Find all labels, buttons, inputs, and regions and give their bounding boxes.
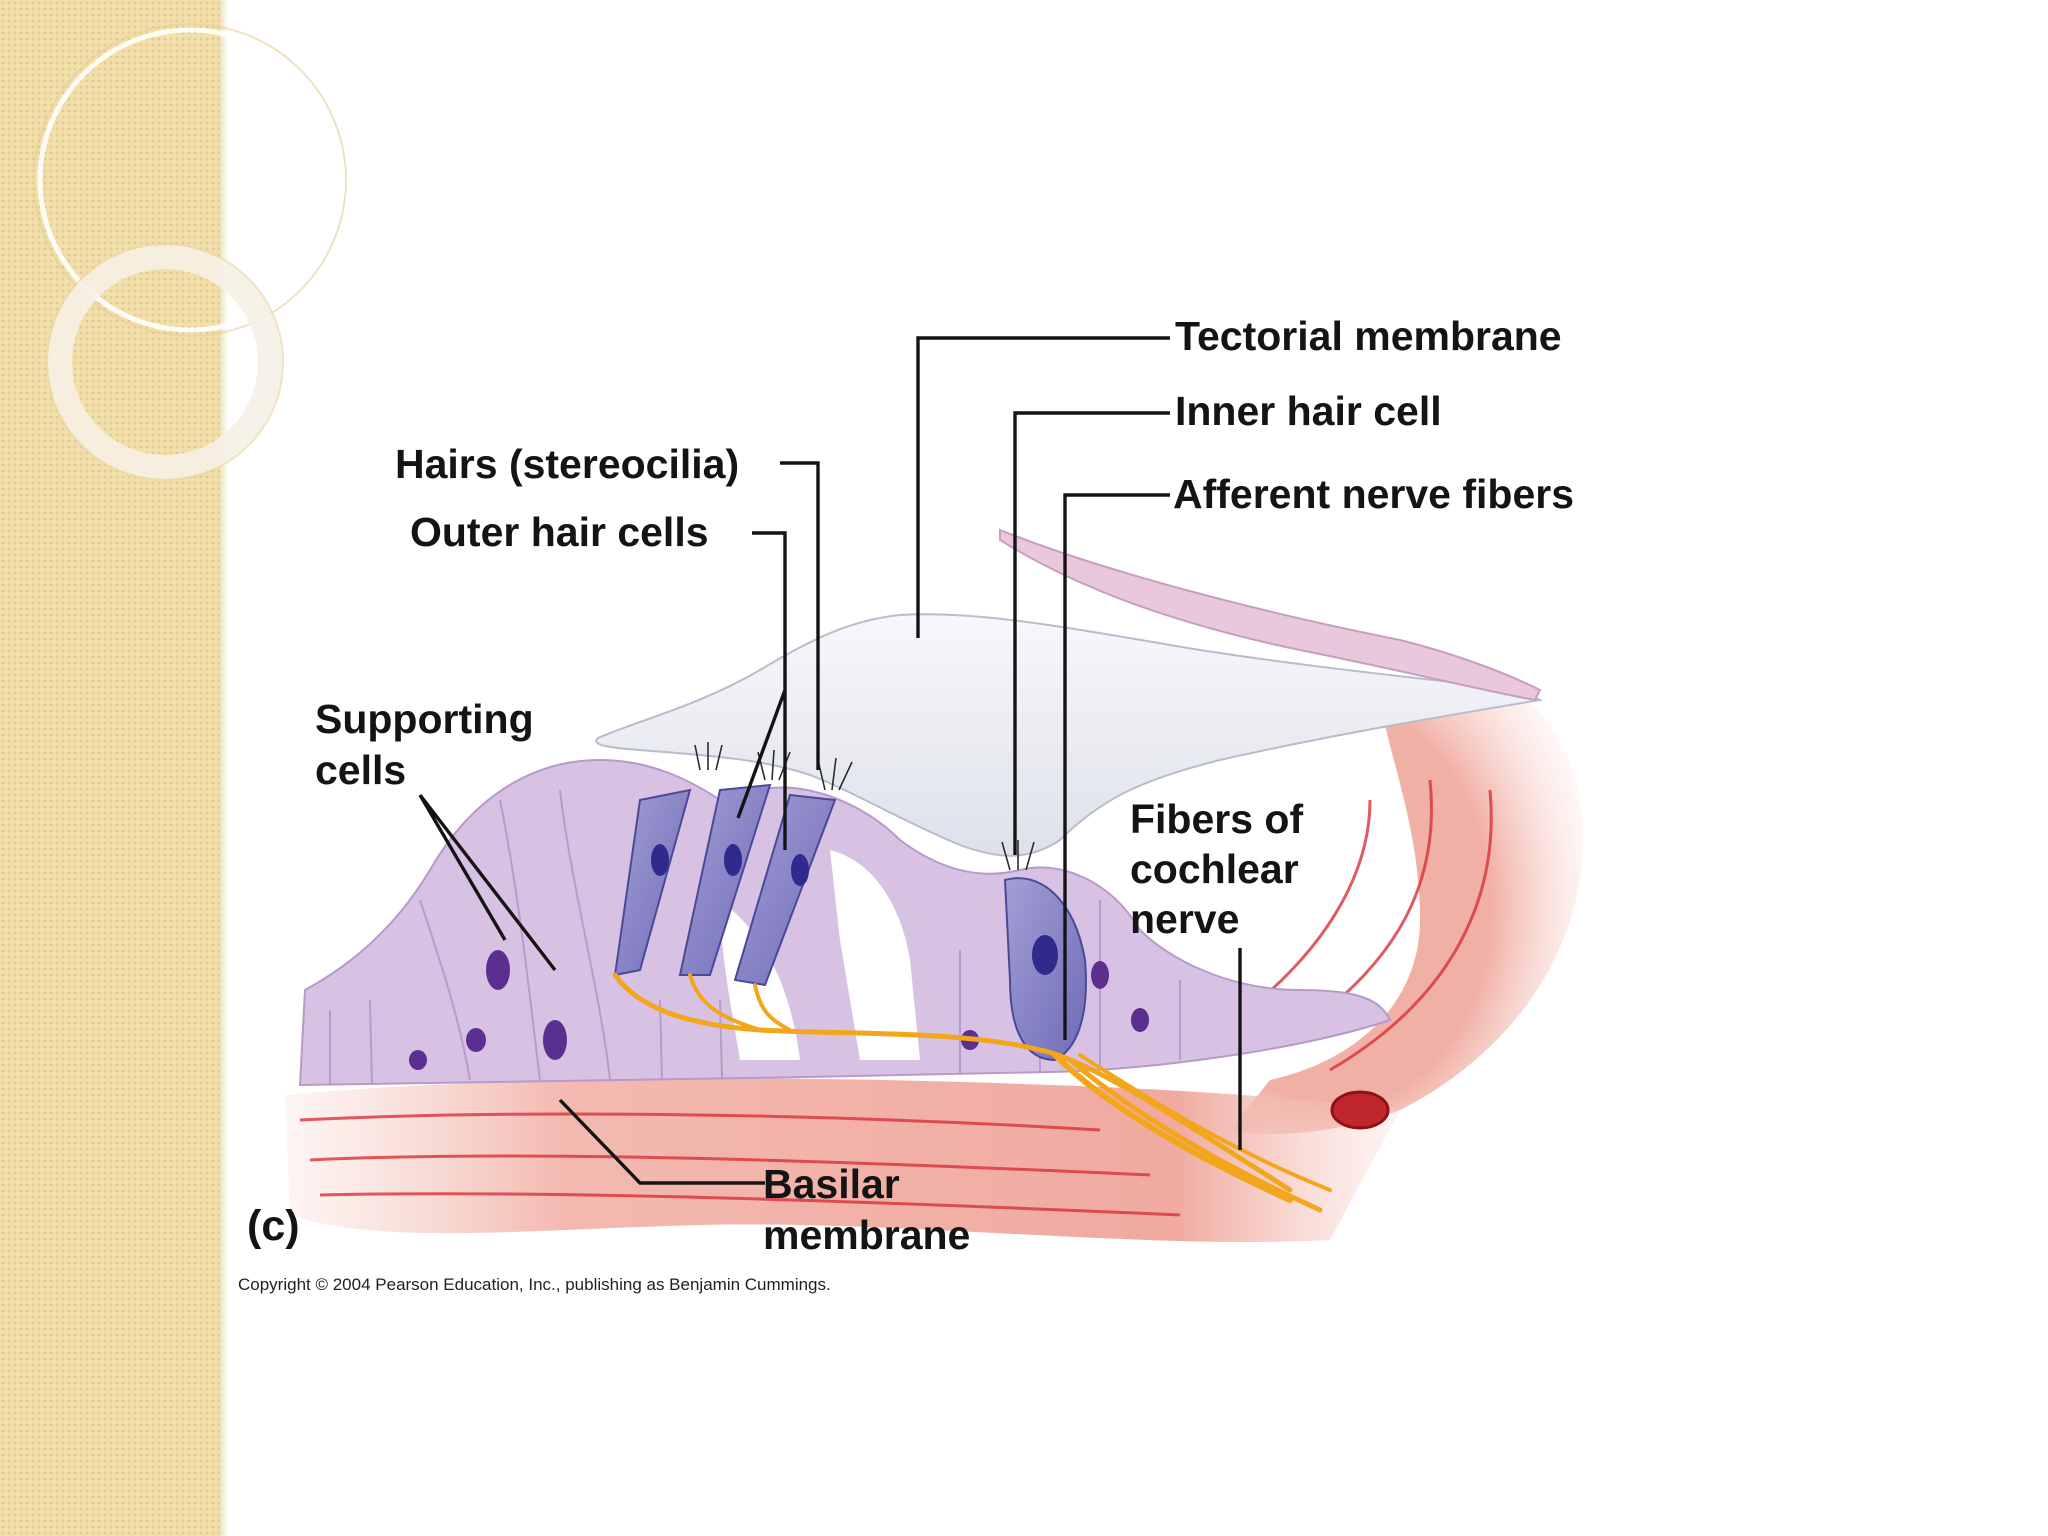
diagram-artwork [285,528,1584,1243]
outer-hair-cells [613,783,837,987]
label-hairs-stereocilia: Hairs (stereocilia) [395,441,739,487]
decorative-rings [33,23,347,481]
small-ring [46,243,284,481]
label-inner-hair-cell: Inner hair cell [1175,388,1442,434]
label-panel-letter: (c) [247,1202,300,1250]
upper-membrane [999,528,1542,702]
label-basilar-2: membrane [763,1212,970,1258]
leader-supporting-cells [418,793,557,972]
blood-vessel [1330,1090,1390,1130]
label-afferent-nerve-fibers: Afferent nerve fibers [1173,471,1574,517]
limbus-tissue [1230,678,1584,1134]
diagram-labels: Tectorial membrane Inner hair cell Affer… [238,313,1574,1294]
label-supporting-cells-2: cells [315,747,406,793]
copyright-notice: Copyright © 2004 Pearson Education, Inc.… [238,1275,831,1294]
inner-tunnel [830,850,920,1060]
label-fibers-cochlear-1: Fibers of [1130,796,1303,842]
label-fibers-cochlear-2: cochlear [1130,846,1299,892]
tectorial-membrane-shape [595,613,1544,857]
stereocilia [694,742,1035,871]
leader-afferent [1063,493,1170,1040]
label-fibers-cochlear-3: nerve [1130,896,1239,942]
basilar-tissue [285,1078,1400,1243]
leader-inner-hair-cell [1013,411,1170,855]
side-band-edge [220,0,228,1536]
label-supporting-cells-1: Supporting [315,696,534,742]
label-basilar-1: Basilar [763,1161,900,1207]
leader-outer-hair-cells [736,531,787,850]
leader-tectorial [916,336,1170,638]
leader-hairs [780,461,820,770]
leader-basilar [558,1098,765,1185]
cell-outlines [329,789,1241,1086]
leader-lines [418,336,1242,1185]
label-tectorial-membrane: Tectorial membrane [1175,313,1562,359]
nerve-fibers-art [612,972,1332,1213]
label-outer-hair-cells: Outer hair cells [410,509,709,555]
large-ring [33,23,347,337]
